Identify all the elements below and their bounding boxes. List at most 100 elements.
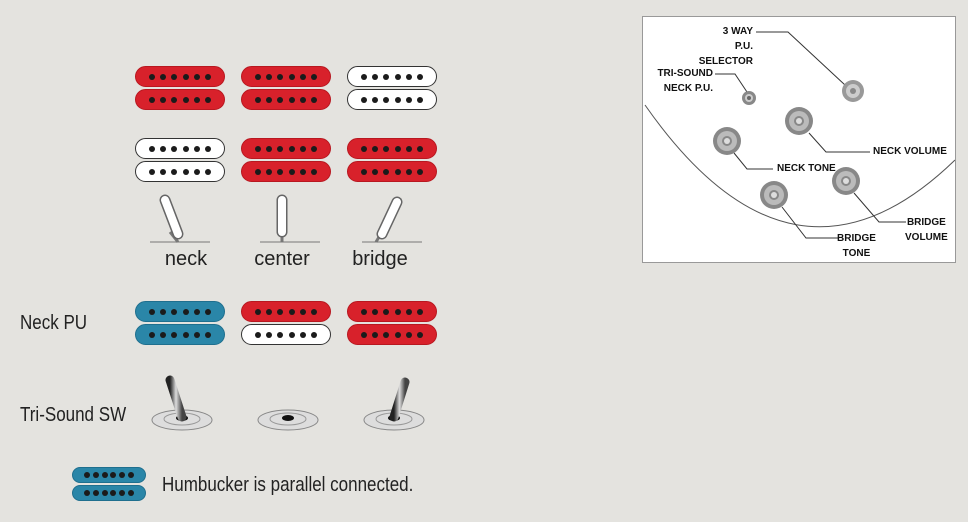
- label-neck-tone: NECK TONE: [777, 163, 836, 174]
- pole-piece: [383, 308, 390, 315]
- pole-piece: [193, 73, 200, 80]
- pole-piece: [372, 331, 379, 338]
- toggle-switch-neck-icon: [151, 375, 213, 431]
- pole-piece: [182, 331, 189, 338]
- legend-text: Humbucker is parallel connected.: [162, 474, 414, 496]
- pole-piece: [310, 145, 317, 152]
- pole-piece: [372, 168, 379, 175]
- pole-piece: [149, 168, 156, 175]
- pole-piece: [361, 145, 368, 152]
- pole-piece: [266, 96, 273, 103]
- pole-piece: [310, 308, 317, 315]
- tri-sound-label: Tri-Sound SW: [20, 404, 127, 426]
- neck-pu-row-humbucker-center-coil: [241, 324, 331, 345]
- neck-pu-row-humbucker-neck-coil: [135, 324, 225, 345]
- pole-piece: [299, 308, 306, 315]
- pole-piece: [277, 168, 284, 175]
- pole-piece: [394, 331, 401, 338]
- pole-piece: [299, 331, 306, 338]
- pole-piece: [83, 490, 90, 496]
- pole-piece: [149, 73, 156, 80]
- pole-piece: [416, 308, 423, 315]
- pole-piece: [266, 73, 273, 80]
- pole-piece: [255, 73, 262, 80]
- pole-piece: [160, 145, 167, 152]
- pole-piece: [372, 145, 379, 152]
- label-line: VOLUME: [905, 232, 948, 243]
- position-label-bridge: bridge: [352, 248, 408, 270]
- pole-piece: [119, 490, 126, 496]
- pole-piece: [255, 168, 262, 175]
- pole-piece: [193, 96, 200, 103]
- pole-piece: [288, 308, 295, 315]
- pole-piece: [171, 145, 178, 152]
- pole-piece: [405, 73, 412, 80]
- pole-piece: [160, 331, 167, 338]
- label-line: 3 WAY: [722, 26, 753, 37]
- pole-piece: [416, 96, 423, 103]
- bridge-position-row-humbucker-center-coil: [241, 161, 331, 182]
- label-line: BRIDGE: [837, 233, 876, 244]
- toggle-switch-bridge-icon: [363, 377, 425, 431]
- pole-piece: [288, 145, 295, 152]
- pole-piece: [416, 331, 423, 338]
- position-label-center: center: [254, 248, 310, 270]
- knob-neck-volume-icon: [785, 107, 813, 135]
- pole-piece: [405, 96, 412, 103]
- pole-piece: [182, 73, 189, 80]
- pole-piece: [266, 145, 273, 152]
- label-bridge-volume: BRIDGE VOLUME: [905, 215, 948, 245]
- pole-piece: [266, 168, 273, 175]
- label-line: TRI-SOUND: [657, 68, 713, 79]
- pole-piece: [160, 96, 167, 103]
- pole-piece: [110, 472, 117, 478]
- pole-piece: [416, 145, 423, 152]
- pole-piece: [182, 168, 189, 175]
- pole-piece: [149, 331, 156, 338]
- label-neck-volume: NECK VOLUME: [873, 146, 947, 157]
- pole-piece: [405, 308, 412, 315]
- pole-piece: [394, 73, 401, 80]
- pole-piece: [255, 331, 262, 338]
- bridge-position-row-humbucker-bridge-coil: [347, 138, 437, 159]
- pole-piece: [383, 73, 390, 80]
- pole-piece: [394, 145, 401, 152]
- pole-piece: [361, 96, 368, 103]
- pole-piece: [372, 96, 379, 103]
- pole-piece: [193, 145, 200, 152]
- label-tri-sound: TRI-SOUND NECK P.U.: [651, 66, 713, 96]
- neck-pu-row-humbucker-neck-coil: [135, 301, 225, 322]
- pole-piece: [128, 472, 135, 478]
- pole-piece: [182, 308, 189, 315]
- pole-piece: [416, 168, 423, 175]
- pole-piece: [372, 73, 379, 80]
- bridge-position-row-humbucker-neck-coil: [135, 161, 225, 182]
- pole-piece: [372, 308, 379, 315]
- pole-piece: [288, 168, 295, 175]
- position-label-neck: neck: [164, 248, 208, 270]
- pole-piece: [310, 168, 317, 175]
- pole-piece: [149, 145, 156, 152]
- blade-switch-center-icon: [260, 194, 320, 243]
- pole-piece: [83, 472, 90, 478]
- label-line: BRIDGE: [906, 217, 946, 228]
- label-line: NECK P.U.: [663, 83, 713, 94]
- pole-piece: [361, 308, 368, 315]
- pole-piece: [277, 145, 284, 152]
- pole-piece: [383, 145, 390, 152]
- pole-piece: [160, 308, 167, 315]
- pole-piece: [277, 331, 284, 338]
- knob-selector-icon: [842, 80, 864, 102]
- pole-piece: [128, 490, 135, 496]
- pole-piece: [266, 331, 273, 338]
- pole-piece: [394, 168, 401, 175]
- pole-piece: [394, 96, 401, 103]
- pole-piece: [299, 145, 306, 152]
- blade-switch-neck-icon: [150, 194, 210, 243]
- blade-switch-bridge-icon: [362, 196, 422, 243]
- pole-piece: [204, 73, 211, 80]
- pole-piece: [310, 73, 317, 80]
- pole-piece: [171, 73, 178, 80]
- pole-piece: [171, 96, 178, 103]
